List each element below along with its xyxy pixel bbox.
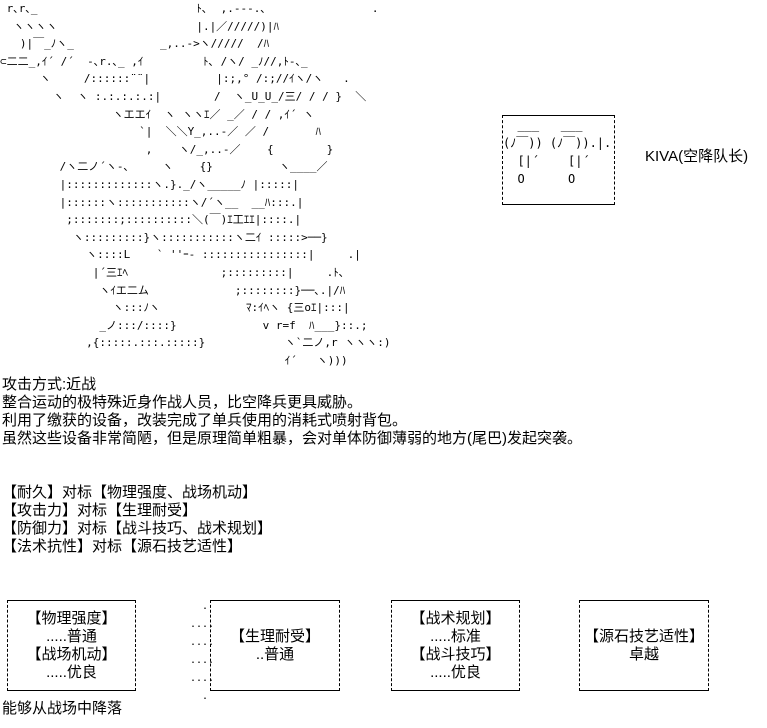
art-line: )|￣_ﾉヽ_ _,..->ヽ///// /ﾊ <box>0 37 270 51</box>
stat-label: 【战斗技巧】 <box>410 646 501 663</box>
stat-label: 【物理强度】 <box>26 610 117 627</box>
description-line: 利用了缴获的设备，改装完成了单兵使用的消耗式喷射背包。 <box>2 412 408 429</box>
art-line: r､r､_ ﾄ､ ,.-‐-.､ . <box>0 2 379 15</box>
portrait-line: ___ ___ <box>503 118 583 132</box>
description-line: 虽然这些设备非常简陋，但是原理简单粗暴，会对单体防御薄弱的地方(尾巴)发起突袭。 <box>2 430 582 447</box>
stat-box-arts: 【源石技艺适性】 卓越 <box>579 600 709 691</box>
stat-value: .....优良 <box>430 664 481 681</box>
portrait-line: [|´ [|´ <box>503 154 590 168</box>
art-line: |´三ｴﾍ ;:::::::::| .ﾄ､ <box>0 265 345 279</box>
portrait-line: (ﾉ￣)) (ﾉ￣)).|. <box>503 136 612 150</box>
art-line: ｲ´ ヽ))) <box>0 353 348 367</box>
stat-value: 卓越 <box>628 646 659 663</box>
art-line: _ノ:::/::::} v r=f ﾊ___}::.; <box>0 318 368 332</box>
stat-mapping: 【防御力】对标【战斗技巧、战术规划】 <box>2 520 273 537</box>
stat-value: .....普通 <box>46 628 97 645</box>
art-line: ;:::::::;::::::::::＼(￣)ｴ工ｴｴ|::::.| <box>0 213 302 227</box>
art-line: ヽ::::L ` ''ｰ- ::::::::::::::::| .| <box>0 248 361 262</box>
stat-label: 【源石技艺适性】 <box>583 628 704 645</box>
art-line: ヽエエｲ ヽ ヽヽｴ／ _／ / / ,ｲ´ ヽ <box>0 107 315 121</box>
art-line: ヽｲエ二ム ;::::::::}──､.|/ﾊ <box>0 283 346 297</box>
character-name: KIVA(空降队长) <box>645 148 749 165</box>
art-line: |::::::ヽ:::::::::::ヽ/´ヽ__ __ﾊ:::.| <box>0 195 304 209</box>
art-line: ヽ:::::::::}ヽ:::::::::::ヽ二ｲ :::::>──} <box>0 230 328 244</box>
ascii-art-figure: r､r､_ ﾄ､ ,.-‐-.､ . ヽヽヽヽ |.|／/////)|ﾊ )|￣… <box>0 0 391 369</box>
stat-value: .....优良 <box>46 664 97 681</box>
attack-mode: 攻击方式:近战 <box>2 376 97 393</box>
art-line: ヽヽヽヽ |.|／/////)|ﾊ <box>0 19 280 33</box>
portrait-box: ___ ___ (ﾉ￣)) (ﾉ￣)).|. [|´ [|´ O O <box>502 115 615 205</box>
stat-box-physical: 【物理强度】 .....普通 【战场机动】 .....优良 <box>7 600 136 691</box>
art-line: , ヽ/_,..-／ { } <box>0 142 334 156</box>
art-line: ヽ:::ﾉヽ ﾏ:ｲﾍヽ {三oｴ|:::| <box>0 301 350 315</box>
description-line: 整合运动的极特殊近身作战人员，比空降兵更具威胁。 <box>2 394 363 411</box>
stat-value: ..普通 <box>255 646 295 663</box>
dots-decoration: . .... .... .... .... . <box>190 601 215 702</box>
art-line: ⊂二二_,ｲ´ /´ ‐､r.､_ ,ｲ ﾄ､ /ヽ/ _ﾉ//,ﾄ-､_ <box>0 54 308 68</box>
stat-value: .....标准 <box>430 628 481 645</box>
footer-note: 能够从战场中降落 <box>2 700 123 717</box>
portrait-line: O O <box>503 172 576 186</box>
stat-label: 【战术规划】 <box>410 610 501 627</box>
stat-mapping: 【耐久】对标【物理强度、战场机动】 <box>2 484 258 501</box>
art-line: `| ＼＼Y_,..-／ ／ / ﾊ <box>0 125 322 139</box>
art-line: |:::::::::::::ヽ.}._/ヽ_____ﾉ |:::::| <box>0 177 300 191</box>
art-line: ,{:::::.:::.:::::} ヽ`二ノ,r ヽヽヽ:) <box>0 336 391 350</box>
art-line: ヽ ヽ :.:.:.:.:| / ヽ_U_U_/三/ / / } ＼ <box>0 89 367 103</box>
art-line: ヽ /::::::¨¨| |:;,° /:;//ｲヽ/ヽ . <box>0 72 350 86</box>
stat-box-tactics: 【战术规划】 .....标准 【战斗技巧】 .....优良 <box>391 600 520 691</box>
stat-mapping: 【攻击力】对标【生理耐受】 <box>2 502 198 519</box>
stat-mapping: 【法术抗性】对标【源石技艺适性】 <box>2 538 243 555</box>
stat-label: 【生理耐受】 <box>229 628 320 645</box>
stat-box-endurance: 【生理耐受】 ..普通 <box>210 600 340 691</box>
art-line: /ヽ二ノ´ヽ-､ ヽ {} ヽ____／ <box>0 160 328 174</box>
stat-label: 【战场机动】 <box>26 646 117 663</box>
